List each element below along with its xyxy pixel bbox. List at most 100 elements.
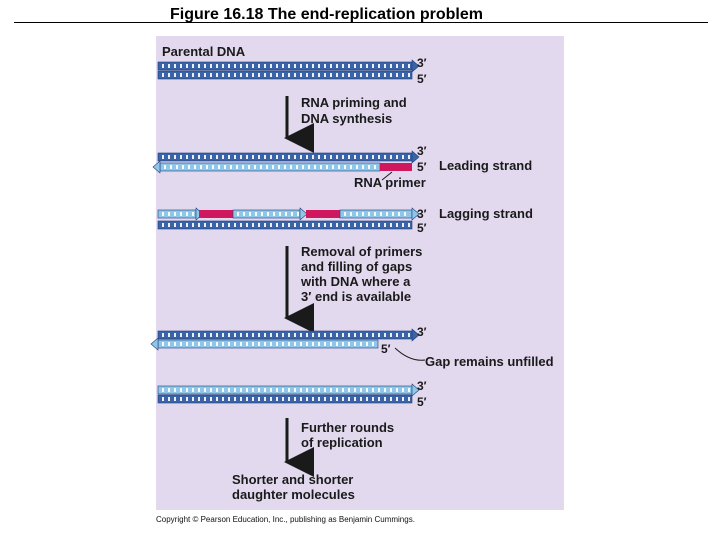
nucleotide-tick xyxy=(204,388,206,392)
nucleotide-tick xyxy=(330,388,332,392)
nucleotide-tick xyxy=(288,388,290,392)
nucleotide-tick xyxy=(234,397,236,401)
nucleotide-tick xyxy=(276,388,278,392)
nucleotide-tick xyxy=(360,333,362,337)
nucleotide-tick xyxy=(174,342,176,346)
nucleotide-tick xyxy=(234,342,236,346)
nucleotide-tick xyxy=(314,165,316,169)
nucleotide-tick xyxy=(272,165,274,169)
step1-line-2: DNA synthesis xyxy=(301,111,392,126)
nucleotide-tick xyxy=(186,212,188,216)
step1-line-1: RNA priming and xyxy=(301,95,407,110)
nucleotide-tick xyxy=(336,73,338,77)
nucleotide-tick xyxy=(234,155,236,159)
nucleotide-tick xyxy=(186,397,188,401)
nucleotide-tick xyxy=(312,397,314,401)
nucleotide-tick xyxy=(288,342,290,346)
nucleotide-tick xyxy=(300,342,302,346)
nucleotide-tick xyxy=(210,397,212,401)
nucleotide-tick xyxy=(222,342,224,346)
dna-strand xyxy=(232,207,308,221)
nucleotide-tick xyxy=(192,342,194,346)
nucleotide-tick xyxy=(243,212,245,216)
nucleotide-tick xyxy=(366,223,368,227)
nucleotide-tick xyxy=(378,73,380,77)
nucleotide-tick xyxy=(270,64,272,68)
nucleotide-tick xyxy=(344,212,346,216)
nucleotide-tick xyxy=(186,333,188,337)
nucleotide-tick xyxy=(330,397,332,401)
leading-rna-primer xyxy=(380,163,412,171)
nucleotide-tick xyxy=(402,73,404,77)
nucleotide-tick xyxy=(402,223,404,227)
result-line-1: Shorter and shorter xyxy=(232,472,353,487)
nucleotide-tick xyxy=(182,165,184,169)
nucleotide-tick xyxy=(192,64,194,68)
nucleotide-tick xyxy=(384,155,386,159)
nucleotide-tick xyxy=(342,73,344,77)
nucleotide-tick xyxy=(378,155,380,159)
nucleotide-tick xyxy=(216,64,218,68)
nucleotide-tick xyxy=(360,64,362,68)
nucleotide-tick xyxy=(162,388,164,392)
nucleotide-tick xyxy=(338,165,340,169)
nucleotide-tick xyxy=(240,223,242,227)
nucleotide-tick xyxy=(246,397,248,401)
nucleotide-tick xyxy=(330,64,332,68)
nucleotide-tick xyxy=(294,333,296,337)
nucleotide-tick xyxy=(306,397,308,401)
nucleotide-tick xyxy=(212,165,214,169)
nucleotide-tick xyxy=(174,73,176,77)
nucleotide-tick xyxy=(162,333,164,337)
nucleotide-tick xyxy=(354,155,356,159)
nucleotide-tick xyxy=(396,397,398,401)
nucleotide-tick xyxy=(288,73,290,77)
leading-3prime-end: 3′ xyxy=(417,144,427,158)
nucleotide-tick xyxy=(296,165,298,169)
nucleotide-tick xyxy=(372,64,374,68)
nucleotide-tick xyxy=(168,397,170,401)
nucleotide-tick xyxy=(318,223,320,227)
nucleotide-tick xyxy=(162,342,164,346)
nucleotide-tick xyxy=(300,388,302,392)
gap-duplex-5prime-end: 5′ xyxy=(381,342,391,356)
nucleotide-tick xyxy=(372,397,374,401)
nucleotide-tick xyxy=(294,64,296,68)
lagging-3prime-end: 3′ xyxy=(417,207,427,221)
nucleotide-tick xyxy=(390,388,392,392)
dna-strand xyxy=(152,160,381,174)
nucleotide-tick xyxy=(210,333,212,337)
nucleotide-tick xyxy=(198,73,200,77)
nucleotide-tick xyxy=(354,342,356,346)
daughter-duplex-complete xyxy=(157,383,420,404)
nucleotide-tick xyxy=(206,165,208,169)
nucleotide-tick xyxy=(246,73,248,77)
nucleotide-tick xyxy=(285,212,287,216)
nucleotide-tick xyxy=(336,397,338,401)
nucleotide-tick xyxy=(234,223,236,227)
nucleotide-tick xyxy=(408,155,410,159)
nucleotide-tick xyxy=(258,388,260,392)
strand-body xyxy=(157,70,413,80)
nucleotide-tick xyxy=(378,64,380,68)
step3-line-2: of replication xyxy=(301,435,383,450)
nucleotide-tick xyxy=(234,388,236,392)
nucleotide-tick xyxy=(318,388,320,392)
nucleotide-tick xyxy=(198,64,200,68)
nucleotide-tick xyxy=(204,397,206,401)
nucleotide-tick xyxy=(282,155,284,159)
nucleotide-tick xyxy=(168,73,170,77)
dna-strand xyxy=(157,394,413,404)
lagging-5prime-end: 5′ xyxy=(417,221,427,235)
nucleotide-tick xyxy=(348,333,350,337)
nucleotide-tick xyxy=(282,333,284,337)
nucleotide-tick xyxy=(291,212,293,216)
nucleotide-tick xyxy=(282,397,284,401)
nucleotide-tick xyxy=(336,388,338,392)
nucleotide-tick xyxy=(336,223,338,227)
nucleotide-tick xyxy=(294,223,296,227)
nucleotide-tick xyxy=(210,342,212,346)
nucleotide-tick xyxy=(222,155,224,159)
nucleotide-tick xyxy=(300,155,302,159)
nucleotide-tick xyxy=(374,165,376,169)
